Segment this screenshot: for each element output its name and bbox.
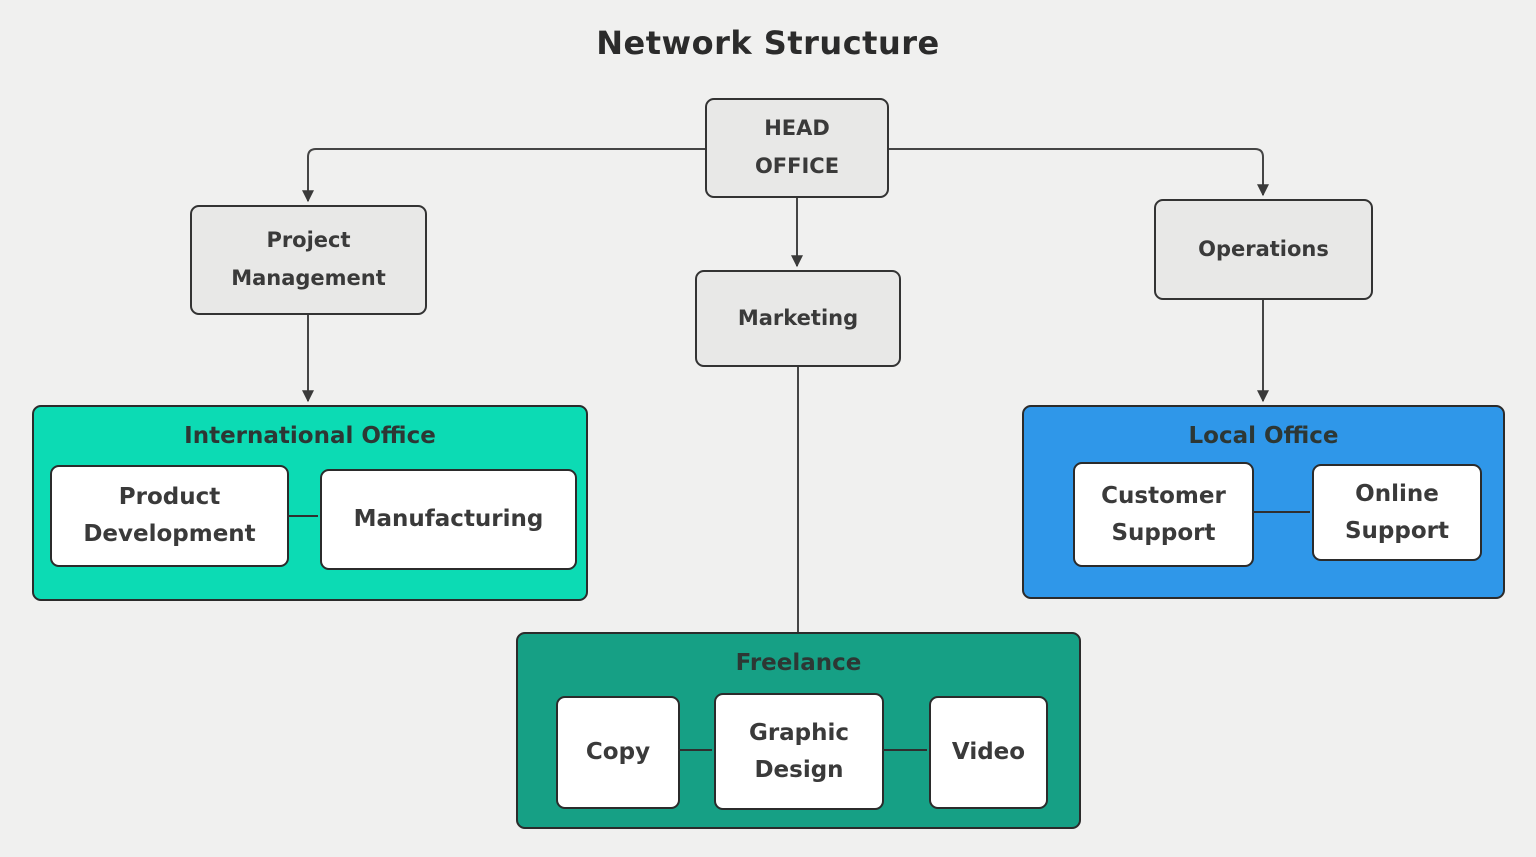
group-title-freelance: Freelance [735,650,862,676]
node-project-management: Project Management [190,205,427,315]
group-local-office: Local Office Customer Support Online Sup… [1022,405,1505,599]
node-product-development: Product Development [50,465,289,567]
node-graphic-design: Graphic Design [714,693,884,810]
diagram-title: Network Structure [596,24,940,62]
edge-head-office-to-operations [889,148,1269,197]
node-customer-support: Customer Support [1073,462,1254,567]
group-freelance: Freelance Copy Graphic Design Video [516,632,1081,829]
node-online-support: Online Support [1312,464,1482,561]
group-international-office: International Office Product Development… [32,405,588,601]
edge-head-office-to-project-management [302,148,705,203]
node-copy: Copy [556,696,680,809]
node-marketing: Marketing [695,270,901,367]
node-video: Video [929,696,1048,809]
node-head-office: HEAD OFFICE [705,98,889,198]
group-title-international-office: International Office [184,423,436,449]
group-title-local-office: Local Office [1188,423,1339,449]
node-operations: Operations [1154,199,1373,300]
node-manufacturing: Manufacturing [320,469,577,570]
